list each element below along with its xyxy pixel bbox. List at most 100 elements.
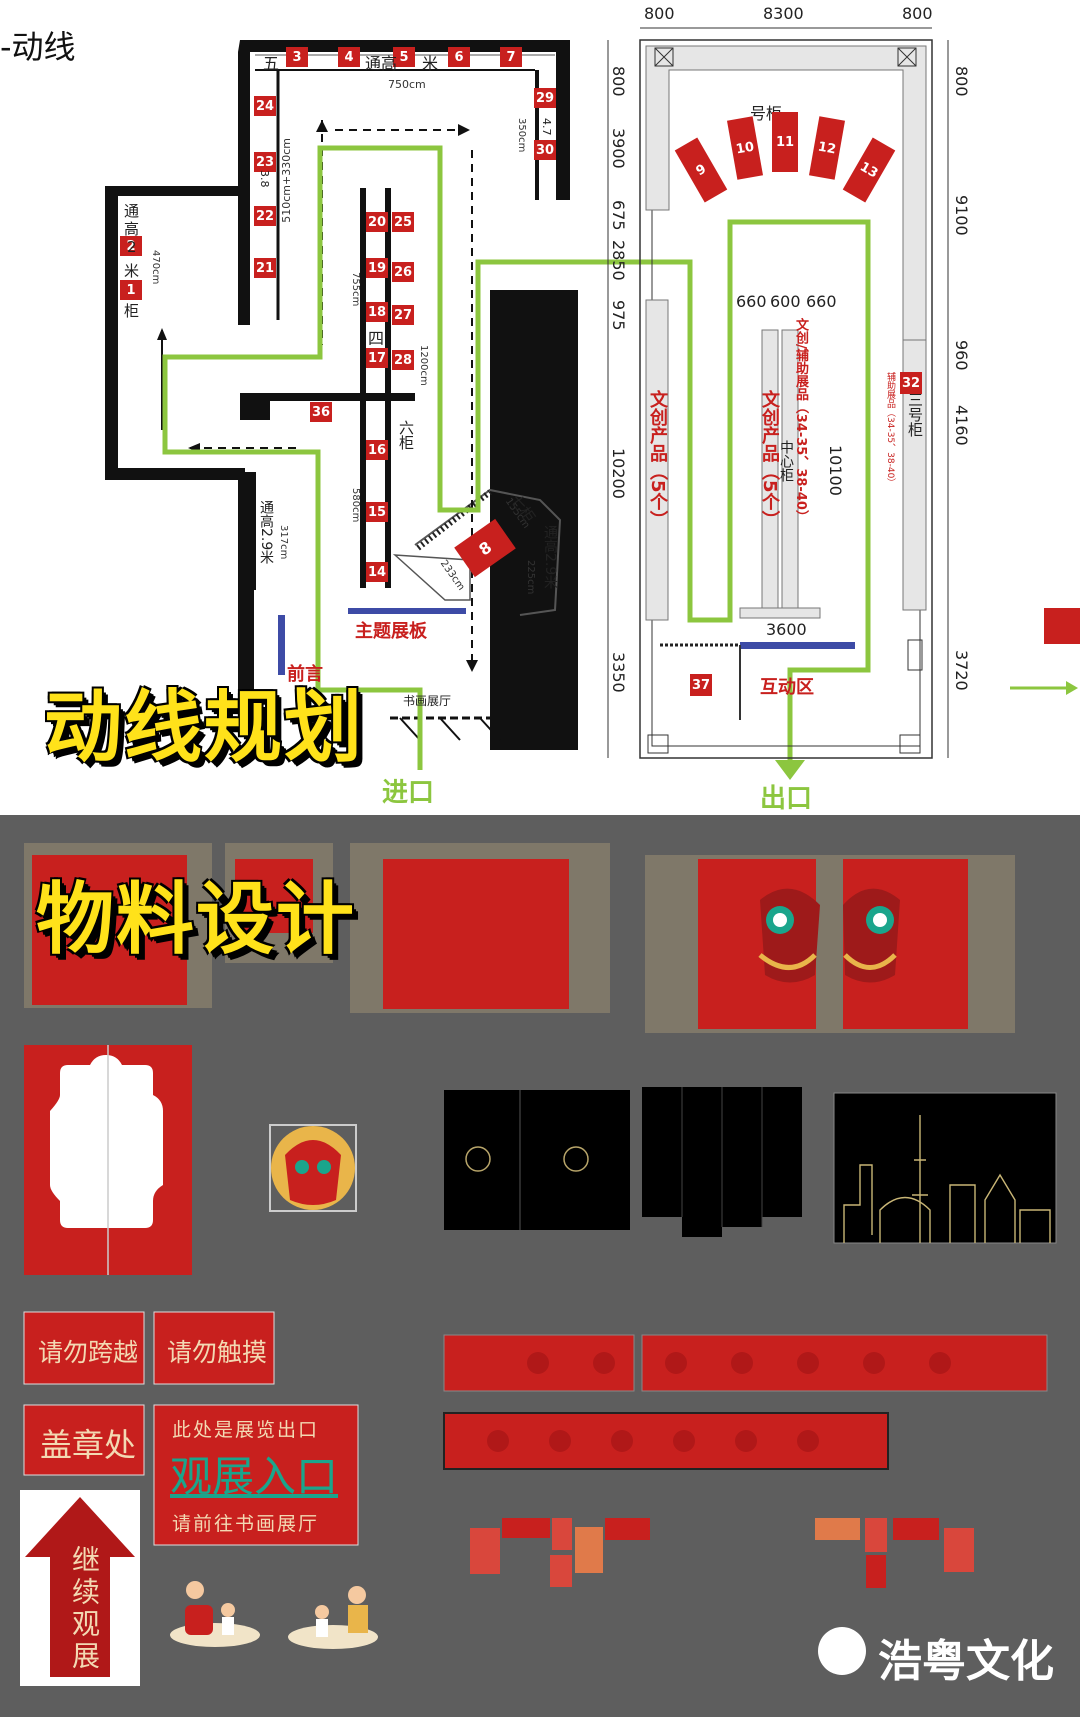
sign-continue: 继续观展 <box>68 1545 101 1673</box>
dim-225: 225cm <box>525 560 536 595</box>
wall-text-tonggao: 通高 <box>365 54 398 73</box>
cabinet-1: 1 <box>120 280 142 300</box>
corner-label: -动线 <box>0 28 76 66</box>
right-dim-4160: 4160 <box>952 405 971 446</box>
cabinet-15: 15 <box>366 502 388 522</box>
materials-board <box>20 843 1057 1686</box>
wall-text-gui-left: 柜 <box>124 302 140 320</box>
left-dim-800: 800 <box>609 66 628 97</box>
sign-no-cross: 请勿跨越 <box>38 1338 139 1367</box>
label-aux-right: 辅助展品（34-35、38-40） <box>885 372 895 488</box>
left-dim-3900: 3900 <box>609 128 628 169</box>
thumbnail-group-right <box>815 1518 974 1588</box>
cabinet-16: 16 <box>366 440 388 460</box>
cabinet-22: 22 <box>254 206 276 226</box>
floor-plan-diagram <box>105 27 949 780</box>
cabinet-30: 30 <box>534 140 556 160</box>
cabinet-23: 23 <box>254 152 276 172</box>
label-sanhaogui: 三号柜 <box>906 392 924 437</box>
material-design-title: 物料设计 <box>36 875 357 965</box>
dim-350: 350cm <box>516 118 527 153</box>
cabinet-7: 7 <box>500 47 522 67</box>
edge-green-arrow-icon <box>1010 681 1078 695</box>
lion-outline-icon <box>465 1146 589 1172</box>
left-dim-2850: 2850 <box>609 240 628 281</box>
wall-text-liugui: 六柜 <box>397 420 415 450</box>
label-wenchuang-left: 文创产品（5个） <box>647 390 668 529</box>
sign-no-touch: 请勿触摸 <box>167 1338 268 1367</box>
material-design-section: 物料设计 请勿跨越 请勿触摸 盖章处 此处是展览出口 观展入口 请前往书画展厅 … <box>0 815 1080 1717</box>
sign-enter: 观展入口 <box>170 1452 339 1501</box>
sign-exit-here: 此处是展览出口 <box>172 1419 320 1441</box>
cabinet-24: 24 <box>254 96 276 116</box>
wall-text-47: 4.7 <box>540 118 553 136</box>
wall-text-si: 四 <box>368 329 385 348</box>
cabinet-26: 26 <box>392 262 414 282</box>
dim-470: 470cm <box>150 250 161 285</box>
left-dim-3350: 3350 <box>609 652 628 693</box>
cabinet-32: 32 <box>900 372 922 394</box>
wall-text-38: 3.8 <box>258 170 271 188</box>
dim-1200: 1200cm <box>418 345 429 386</box>
drummer-figures-icon <box>170 1581 378 1649</box>
preface-label: 前言 <box>287 664 323 685</box>
inner-dim-660a: 660 <box>736 292 767 311</box>
cabinet-17: 17 <box>366 348 388 368</box>
theme-board-label: 主题展板 <box>355 621 427 642</box>
skyline-icon <box>843 1115 1051 1243</box>
dim-510-330: 510cm+330cm <box>280 138 293 223</box>
brand-name: 浩粤文化 <box>878 1636 1054 1687</box>
cabinet-21: 21 <box>254 258 276 278</box>
top-dim-800-right: 800 <box>902 4 933 23</box>
left-dim-675: 675 <box>609 200 628 231</box>
wall-text-mi-left: 米 <box>124 262 140 280</box>
right-dim-800: 800 <box>952 66 971 97</box>
sign-stamp: 盖章处 <box>40 1426 137 1464</box>
hall-label: 书画展厅 <box>403 694 452 708</box>
cabinet-27: 27 <box>392 305 414 325</box>
top-dim-800-left: 800 <box>644 4 675 23</box>
route-planning-title: 动线规划 <box>44 683 365 773</box>
cabinet-19: 19 <box>366 258 388 278</box>
dim-580: 580cm <box>350 488 361 523</box>
lion-face-left-icon <box>758 888 820 983</box>
left-dim-10200: 10200 <box>609 448 628 499</box>
wall-text-gao-left: 高 <box>124 220 140 238</box>
interactive-zone-label: 互动区 <box>760 677 814 698</box>
wall-text-2-left: 2 <box>127 238 137 256</box>
cabinet-25: 25 <box>392 212 414 232</box>
edge-red-block <box>1044 608 1080 644</box>
label-wenchuang-center: 文创产品（5个） <box>759 390 780 529</box>
left-plan <box>105 40 871 780</box>
top-dim-8300: 8300 <box>763 4 804 23</box>
cabinet-3: 3 <box>286 47 308 67</box>
cabinet-29: 29 <box>534 88 556 108</box>
inner-dim-660b: 660 <box>806 292 837 311</box>
inner-dim-3600: 3600 <box>766 620 807 639</box>
brand-logo-icon <box>818 1627 866 1675</box>
inner-dim-10100: 10100 <box>826 445 845 496</box>
exit-label: 出口 <box>760 784 813 814</box>
cabinet-5: 5 <box>393 47 415 67</box>
cabinet-36: 36 <box>310 402 332 422</box>
cabinet-14: 14 <box>366 562 388 582</box>
dim-755: 755cm <box>350 272 361 307</box>
dim-750: 750cm <box>388 78 426 91</box>
thumbnail-group-left <box>470 1518 650 1587</box>
wall-text-tonggao-right: 通高2.9米 <box>542 525 558 590</box>
cabinet-28: 28 <box>392 350 414 370</box>
cabinet-6: 6 <box>448 47 470 67</box>
cabinet-37: 37 <box>690 674 712 696</box>
cabinet-11: 11 <box>772 112 798 172</box>
cabinet-20: 20 <box>366 212 388 232</box>
right-dim-9100: 9100 <box>952 195 971 236</box>
right-dim-960: 960 <box>952 340 971 371</box>
wall-text-wu: 五 <box>263 54 280 73</box>
left-dim-975: 975 <box>609 300 628 331</box>
right-dim-3720: 3720 <box>952 650 971 691</box>
dim-317: 317cm <box>278 525 289 560</box>
floor-plan-section: -动线 <box>0 0 1080 815</box>
cabinet-2: 2 <box>120 236 142 256</box>
lion-badge-icon <box>285 1140 341 1205</box>
wall-text-tong-left: 通 <box>124 202 140 220</box>
